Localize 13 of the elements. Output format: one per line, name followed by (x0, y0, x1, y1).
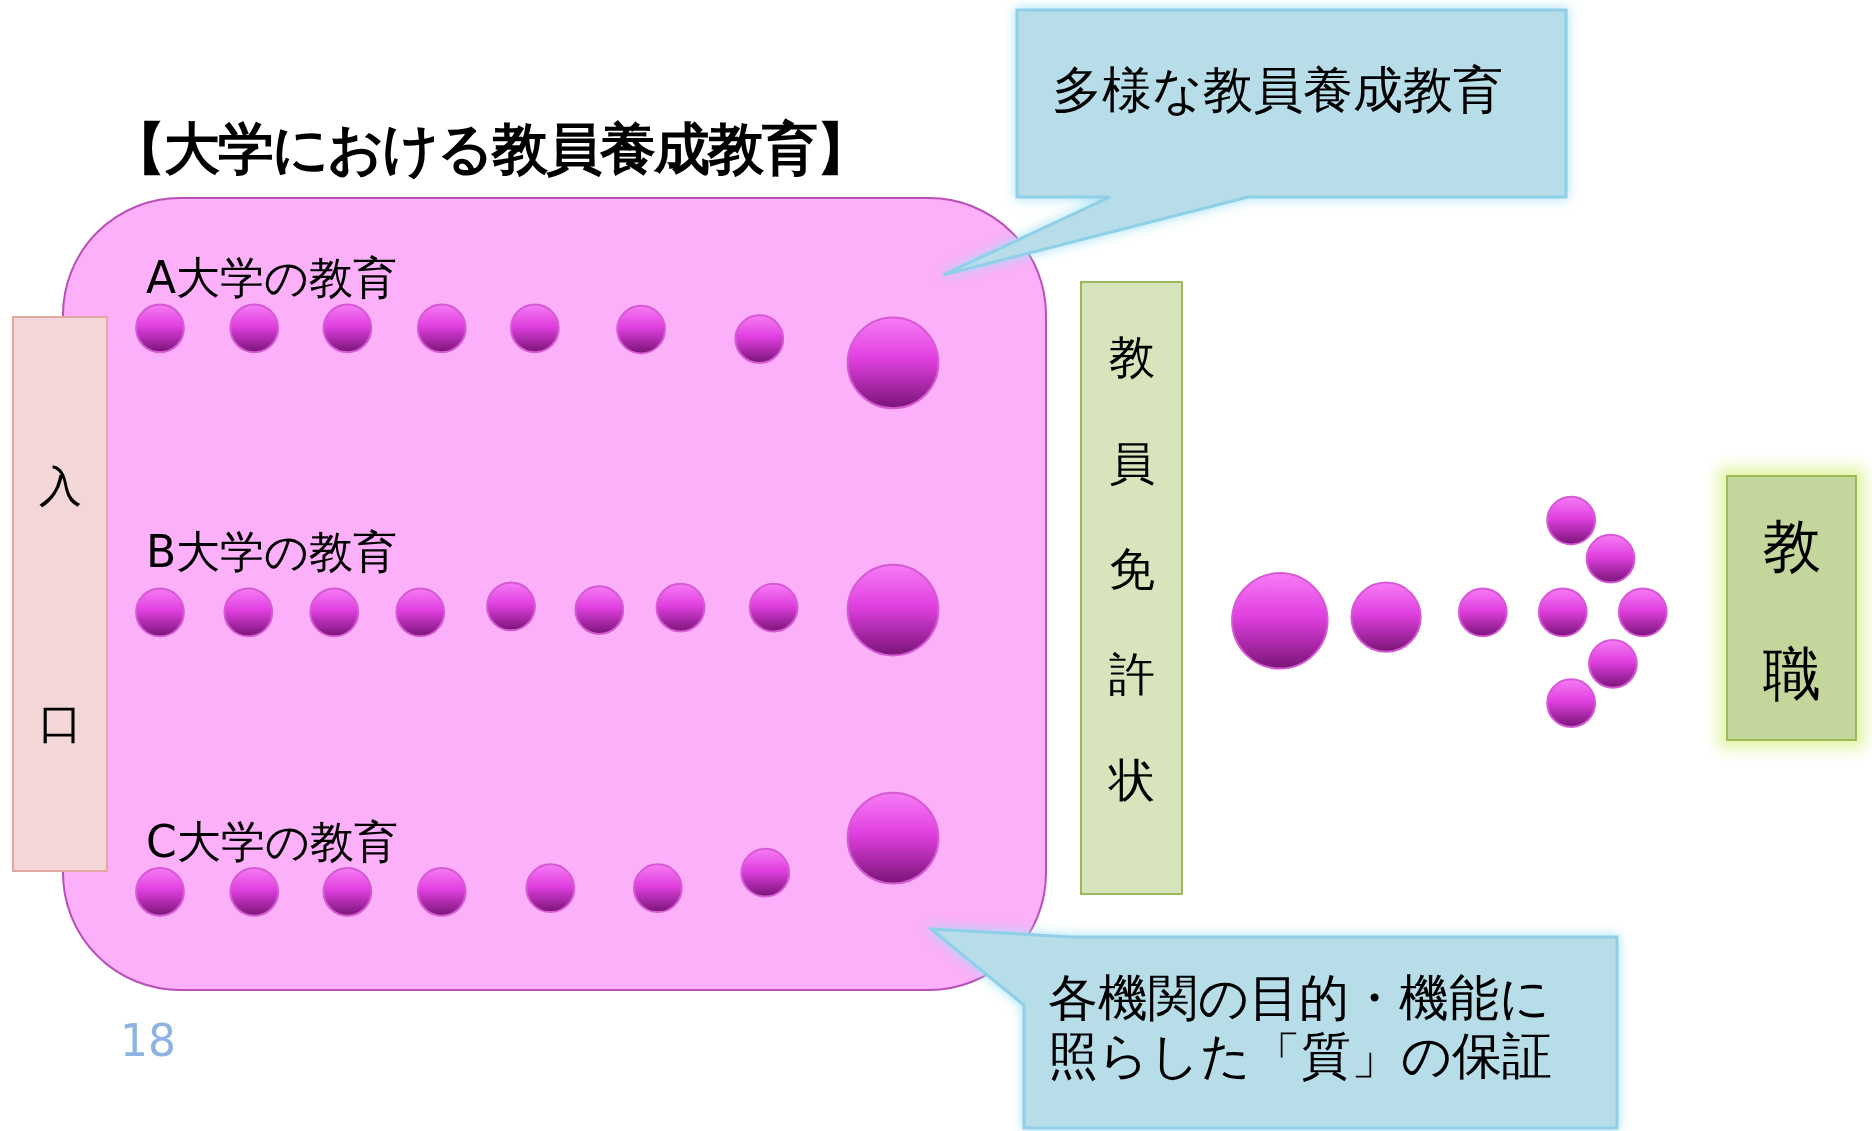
university-label: C大学の教育 (146, 815, 398, 869)
vertical-label: 入口 (38, 460, 82, 750)
vertical-label: 教員免許状 (1108, 329, 1155, 810)
label-bar (1080, 281, 1183, 895)
label-bar (1726, 475, 1857, 741)
university-label: A大学の教育 (146, 251, 398, 305)
title: 【大学における教員養成教育】 (110, 115, 870, 183)
label-bar (12, 316, 108, 872)
page-number: 18 (120, 1015, 176, 1066)
callout-text: 多様な教員養成教育 (1052, 62, 1504, 120)
university-label: B大学の教育 (146, 525, 398, 579)
callout-text: 各機関の目的・機能に照らした「質」の保証 (1048, 970, 1553, 1085)
vertical-label: 教職 (1762, 511, 1821, 710)
